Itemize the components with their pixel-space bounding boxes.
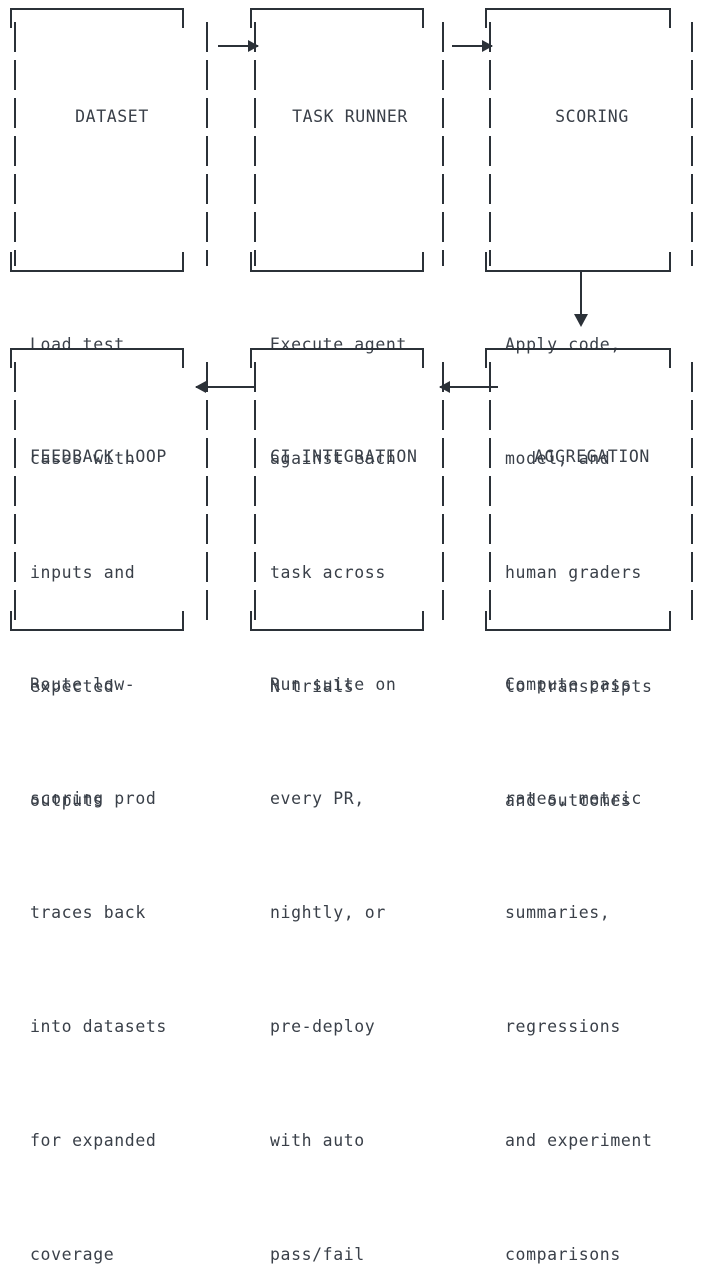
node-body-line: into datasets [30,1017,167,1036]
node-body-line: scoring prod [30,789,157,808]
connector-scoring-to-aggregation [574,272,588,327]
node-body-line: Run suite on [270,675,397,694]
diagram-row-top: DATASET Load test cases with inputs and … [0,0,707,810]
node-title: SCORING [555,107,629,126]
node-spacer [270,212,430,250]
node-spacer [505,212,679,250]
node-ci-integration[interactable]: CI INTEGRATION Run suite on every PR, ni… [250,340,448,1264]
box-rail-left [254,22,256,266]
node-title: TASK RUNNER [292,107,408,126]
arrow-head-right-icon [482,40,493,52]
node-body-line: task across [270,563,386,582]
node-body-line: pass/fail [270,1245,365,1264]
node-task-runner[interactable]: TASK RUNNER Execute agent against each t… [250,0,448,696]
node-spacer [505,552,679,590]
node-scoring[interactable]: SCORING Apply code, model, and human gra… [485,0,697,810]
connector-task-runner-to-scoring [452,40,493,52]
box-rail-right [442,22,444,266]
node-body-line: inputs and [30,563,136,582]
node-body-line: pre-deploy [270,1017,376,1036]
arrow-head-left-icon [439,381,450,393]
box-rail-left [14,22,16,266]
node-body-line: every PR, [270,789,365,808]
node-body-line: regressions [505,1017,621,1036]
node-body-line: with auto [270,1131,365,1150]
node-body-line: model, and [505,449,611,468]
node-body-line: Compute pass [505,675,632,694]
box-rail-right [691,362,693,624]
node-body-line: coverage [30,1245,115,1264]
node-body-line: Route low- [30,675,136,694]
node-body-line: traces back [30,903,146,922]
node-body-line: human graders [505,563,642,582]
arrow-head-down-icon [574,314,588,327]
node-title: DATASET [75,107,149,126]
box-rail-right [206,22,208,266]
node-title: CI INTEGRATION [270,447,418,466]
arrow-head-left-icon [195,381,206,393]
box-rail-left [489,362,491,624]
node-title: FEEDBACK LOOP [30,447,167,466]
node-dataset[interactable]: DATASET Load test cases with inputs and … [10,0,212,810]
box-rail-right [206,362,208,624]
node-body-line: cases with [30,449,136,468]
box-rail-left [489,22,491,266]
node-body-line: summaries, [505,903,611,922]
node-spacer [30,212,194,250]
node-body-line: for expanded [30,1131,157,1150]
box-rail-left [254,362,256,624]
node-feedback-loop[interactable]: FEEDBACK LOOP Route low- scoring prod tr… [10,340,212,1264]
node-title: AGGREGATION [534,447,650,466]
diagram-row-bottom: FEEDBACK LOOP Route low- scoring prod tr… [0,340,707,1264]
node-body-line: nightly, or [270,903,386,922]
node-spacer [270,552,430,590]
node-text: AGGREGATION Compute pass rates, metric s… [505,362,679,1278]
box-rail-left [14,362,16,624]
connector-aggregation-to-ci [439,381,498,393]
node-body-line: against each [270,449,397,468]
arrow-head-right-icon [248,40,259,52]
box-rail-right [442,362,444,624]
node-text: CI INTEGRATION Run suite on every PR, ni… [270,362,430,1278]
node-text: TASK RUNNER Execute agent against each t… [270,22,430,896]
connector-dataset-to-task-runner [218,40,259,52]
node-spacer [30,552,194,590]
node-text: FEEDBACK LOOP Route low- scoring prod tr… [30,362,194,1278]
node-aggregation[interactable]: AGGREGATION Compute pass rates, metric s… [485,340,697,1264]
node-body-line: comparisons [505,1245,621,1264]
connector-ci-to-feedback-loop [195,381,254,393]
node-body-line: and experiment [505,1131,653,1150]
node-body-line: rates, metric [505,789,642,808]
box-rail-right [691,22,693,266]
